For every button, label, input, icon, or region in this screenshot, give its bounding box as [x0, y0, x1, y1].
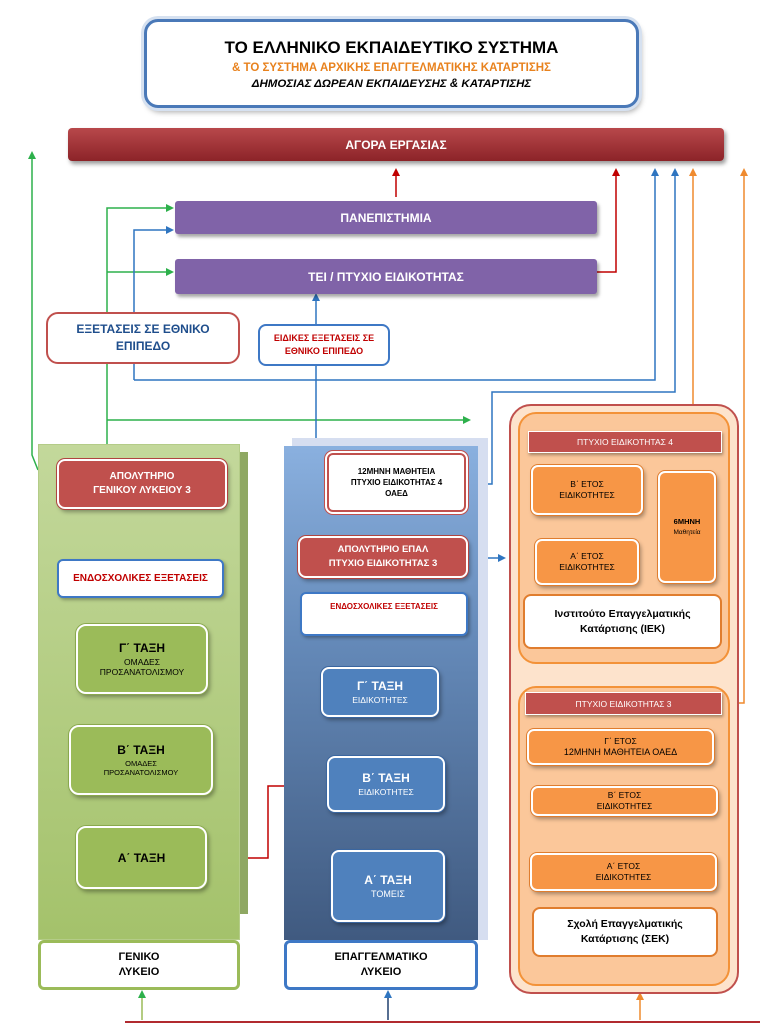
universities-label: ΠΑΝΕΠΙΣΤΗΜΙΑ [340, 210, 432, 225]
general-grade-b-line1: ΟΜΑΔΕΣ [125, 759, 157, 768]
header-subtitle: & ΤΟ ΣΥΣΤΗΜΑ ΑΡΧΙΚΗΣ ΕΠΑΓΓΕΛΜΑΤΙΚΗΣ ΚΑΤΑ… [232, 61, 551, 74]
iek-internship-line1: 6ΜΗΝΗ [673, 517, 701, 526]
sek-name-line2: Κατάρτισης (ΣΕΚ) [580, 933, 670, 945]
vocational-grade-b-sub: ΕΙΔΙΚΟΤΗΤΕΣ [358, 787, 414, 797]
epal-certificate-box: ΑΠΟΛΥΤΗΡΙΟ ΕΠΑΛ ΠΤΥΧΙΟ ΕΙΔΙΚΟΤΗΤΑΣ 3 [298, 536, 468, 578]
special-exams-box: ΕΙΔΙΚΕΣ ΕΞΕΤΑΣΕΙΣ ΣΕ ΕΘΝΙΚΟ ΕΠΙΠΕΔΟ [258, 324, 390, 366]
sek-degree-label: ΠΤΥΧΙΟ ΕΙΔΙΚΟΤΗΤΑΣ 3 [575, 698, 672, 709]
vocational-grade-a-tile: Α΄ ΤΑΞΗ ΤΟΜΕΙΣ [331, 850, 445, 922]
vocational-grade-c-tile: Γ΄ ΤΑΞΗ ΕΙΔΙΚΟΤΗΤΕΣ [321, 667, 439, 717]
header-box: ΤΟ ΕΛΛΗΝΙΚΟ ΕΚΠΑΙΔΕΥΤΙΚΟ ΣΥΣΤΗΜΑ & ΤΟ ΣΥ… [144, 19, 639, 108]
iek-name-box: Ινστιτούτο Επαγγελματικής Κατάρτισης (ΙΕ… [523, 594, 722, 649]
arrow-tei-to-market [597, 168, 620, 273]
sek-year-b-line2: ΕΙΔΙΚΟΤΗΤΕΣ [596, 801, 653, 811]
sek-year-c-tile: Γ΄ ΕΤΟΣ 12ΜΗΝΗ ΜΑΘΗΤΕΙΑ ΟΑΕΔ [527, 729, 714, 765]
vocational-lyceum-label-box: ΕΠΑΓΓΕΛΜΑΤΙΚΟ ΛΥΚΕΙΟ [284, 940, 478, 990]
general-certificate-box: ΑΠΟΛΥΤΗΡΙΟ ΓΕΝΙΚΟΥ ΛΥΚΕΙΟΥ 3 [57, 459, 227, 509]
arrow-lyceum-to-market [28, 151, 39, 471]
tei-label: ΤΕΙ / ΠΤΥΧΙΟ ΕΙΔΙΚΟΤΗΤΑΣ [308, 269, 464, 284]
sek-year-a-line2: ΕΙΔΙΚΟΤΗΤΕΣ [595, 872, 652, 882]
universities-bar: ΠΑΝΕΠΙΣΤΗΜΙΑ [175, 201, 597, 234]
vocational-school-exams-box: ΕΝΔΟΣΧΟΛΙΚΕΣ ΕΞΕΤΑΣΕΙΣ [300, 592, 468, 636]
arrow-blue-to-market-1 [134, 168, 659, 381]
iek-year-a-tile: Α΄ ΕΤΟΣ ΕΙΔΙΚΟΤΗΤΕΣ [535, 539, 639, 585]
vocational-lyceum-label-line2: ΛΥΚΕΙΟ [360, 966, 402, 978]
general-lyceum-label-box: ΓΕΝΙΚΟ ΛΥΚΕΙΟ [38, 940, 240, 990]
vocational-grade-a-sub: ΤΟΜΕΙΣ [371, 889, 405, 899]
sek-year-a-line1: Α΄ ΕΤΟΣ [606, 861, 641, 871]
sek-degree-bar: ΠΤΥΧΙΟ ΕΙΔΙΚΟΤΗΤΑΣ 3 [525, 692, 722, 715]
sek-name-line1: Σχολή Επαγγελματικής [567, 918, 683, 930]
national-exams-line1: ΕΞΕΤΑΣΕΙΣ ΣΕ ΕΘΝΙΚΟ [76, 322, 210, 336]
general-grade-c-line2: ΠΡΟΣΑΝΑΤΟΛΙΣΜΟΥ [99, 667, 185, 677]
iek-name-line2: Κατάρτισης (ΙΕΚ) [580, 622, 665, 635]
vocational-grade-a-title: Α΄ ΤΑΞΗ [364, 873, 412, 887]
iek-year-b-tile: Β΄ ΕΤΟΣ ΕΙΔΙΚΟΤΗΤΕΣ [531, 465, 643, 515]
general-grade-a-title: Α΄ ΤΑΞΗ [117, 850, 166, 865]
iek-internship-tile: 6ΜΗΝΗ Μαθητεία [658, 471, 716, 583]
iek-degree-bar: ΠΤΥΧΙΟ ΕΙΔΙΚΟΤΗΤΑΣ 4 [528, 431, 722, 453]
header-tagline: ΔΗΜΟΣΙΑΣ ΔΩΡΕΑΝ ΕΚΠΑΙΔΕΥΣΗΣ & ΚΑΤΑΡΤΙΣΗΣ [251, 77, 532, 90]
iek-year-b-line1: Β΄ ΕΤΟΣ [570, 479, 604, 489]
iek-year-b-line2: ΕΙΔΙΚΟΤΗΤΕΣ [559, 490, 615, 500]
iek-internship-line2: Μαθητεία [673, 529, 701, 536]
apprenticeship-line1: 12ΜΗΝΗ ΜΑΘΗΤΕΙΑ [357, 467, 436, 476]
general-grade-a-tile: Α΄ ΤΑΞΗ [76, 826, 207, 889]
arrow-exams-to-universities [106, 204, 174, 445]
vocational-grade-b-tile: Β΄ ΤΑΞΗ ΕΙΔΙΚΟΤΗΤΕΣ [327, 756, 445, 812]
labor-market-bar: ΑΓΟΡΑ ΕΡΓΑΣΙΑΣ [68, 128, 724, 161]
tei-bar: ΤΕΙ / ΠΤΥΧΙΟ ΕΙΔΙΚΟΤΗΤΑΣ [175, 259, 597, 294]
iek-year-a-line1: Α΄ ΕΤΟΣ [570, 551, 604, 561]
iek-year-a-line2: ΕΙΔΙΚΟΤΗΤΕΣ [559, 562, 615, 572]
sek-year-c-line2: 12ΜΗΝΗ ΜΑΘΗΤΕΙΑ ΟΑΕΔ [563, 747, 678, 757]
general-school-exams-box: ΕΝΔΟΣΧΟΛΙΚΕΣ ΕΞΕΤΑΣΕΙΣ [57, 559, 224, 598]
general-grade-c-line1: ΟΜΑΔΕΣ [124, 657, 160, 667]
labor-market-label: ΑΓΟΡΑ ΕΡΓΑΣΙΑΣ [345, 137, 447, 152]
general-certificate-line2: ΓΕΝΙΚΟΥ ΛΥΚΕΙΟΥ 3 [93, 485, 191, 496]
vocational-grade-c-title: Γ΄ ΤΑΞΗ [356, 679, 404, 693]
apprenticeship-line2: ΠΤΥΧΙΟ ΕΙΔΙΚΟΤΗΤΑΣ 4 [350, 478, 443, 487]
general-certificate-line1: ΑΠΟΛΥΤΗΡΙΟ [109, 471, 175, 482]
general-grade-b-title: Β΄ ΤΑΞΗ [117, 743, 165, 757]
special-exams-line2: ΕΘΝΙΚΟ ΕΠΙΠΕΔΟ [284, 346, 364, 356]
epal-certificate-line2: ΠΤΥΧΙΟ ΕΙΔΙΚΟΤΗΤΑΣ 3 [328, 558, 438, 569]
vocational-grade-b-title: Β΄ ΤΑΞΗ [362, 771, 410, 785]
vocational-school-exams-label: ΕΝΔΟΣΧΟΛΙΚΕΣ ΕΞΕΤΑΣΕΙΣ [330, 602, 438, 611]
sek-year-b-tile: Β΄ ΕΤΟΣ ΕΙΔΙΚΟΤΗΤΕΣ [531, 786, 718, 816]
general-grade-b-tile: Β΄ ΤΑΞΗ ΟΜΑΔΕΣ ΠΡΟΣΑΝΑΤΟΛΙΣΜΟΥ [69, 725, 213, 795]
general-lyceum-label-line2: ΛΥΚΕΙΟ [118, 966, 160, 978]
epal-certificate-line1: ΑΠΟΛΥΤΗΡΙΟ ΕΠΑΛ [337, 544, 429, 555]
vocational-lyceum-label-line1: ΕΠΑΓΓΕΛΜΑΤΙΚΟ [334, 951, 428, 963]
general-grade-b-line2: ΠΡΟΣΑΝΑΤΟΛΙΣΜΟΥ [103, 768, 179, 777]
apprenticeship-box: 12ΜΗΝΗ ΜΑΘΗΤΕΙΑ ΠΤΥΧΙΟ ΕΙΔΙΚΟΤΗΤΑΣ 4 ΟΑΕ… [327, 453, 466, 512]
general-grade-c-tile: Γ΄ ΤΑΞΗ ΟΜΑΔΕΣ ΠΡΟΣΑΝΑΤΟΛΙΣΜΟΥ [76, 624, 208, 694]
general-school-exams-label: ΕΝΔΟΣΧΟΛΙΚΕΣ ΕΞΕΤΑΣΕΙΣ [73, 573, 208, 584]
sek-name-box: Σχολή Επαγγελματικής Κατάρτισης (ΣΕΚ) [532, 907, 718, 957]
sek-year-b-line1: Β΄ ΕΤΟΣ [607, 790, 642, 800]
sek-year-a-tile: Α΄ ΕΤΟΣ ΕΙΔΙΚΟΤΗΤΕΣ [530, 853, 717, 891]
vocational-grade-c-sub: ΕΙΔΙΚΟΤΗΤΕΣ [352, 695, 408, 705]
iek-name-line1: Ινστιτούτο Επαγγελματικής [554, 607, 691, 620]
general-grade-c-title: Γ΄ ΤΑΞΗ [118, 641, 166, 655]
iek-degree-label: ΠΤΥΧΙΟ ΕΙΔΙΚΟΤΗΤΑΣ 4 [577, 437, 673, 447]
header-title: ΤΟ ΕΛΛΗΝΙΚΟ ΕΚΠΑΙΔΕΥΤΙΚΟ ΣΥΣΤΗΜΑ [224, 37, 559, 57]
national-exams-line2: ΕΠΙΠΕΔΟ [115, 339, 171, 353]
national-exams-box: ΕΞΕΤΑΣΕΙΣ ΣΕ ΕΘΝΙΚΟ ΕΠΙΠΕΔΟ [46, 312, 240, 364]
sek-year-c-line1: Γ΄ ΕΤΟΣ [604, 736, 637, 746]
special-exams-line1: ΕΙΔΙΚΕΣ ΕΞΕΤΑΣΕΙΣ ΣΕ [273, 333, 375, 343]
general-lyceum-label-line1: ΓΕΝΙΚΟ [118, 951, 160, 963]
apprenticeship-line3: ΟΑΕΔ [385, 489, 408, 498]
